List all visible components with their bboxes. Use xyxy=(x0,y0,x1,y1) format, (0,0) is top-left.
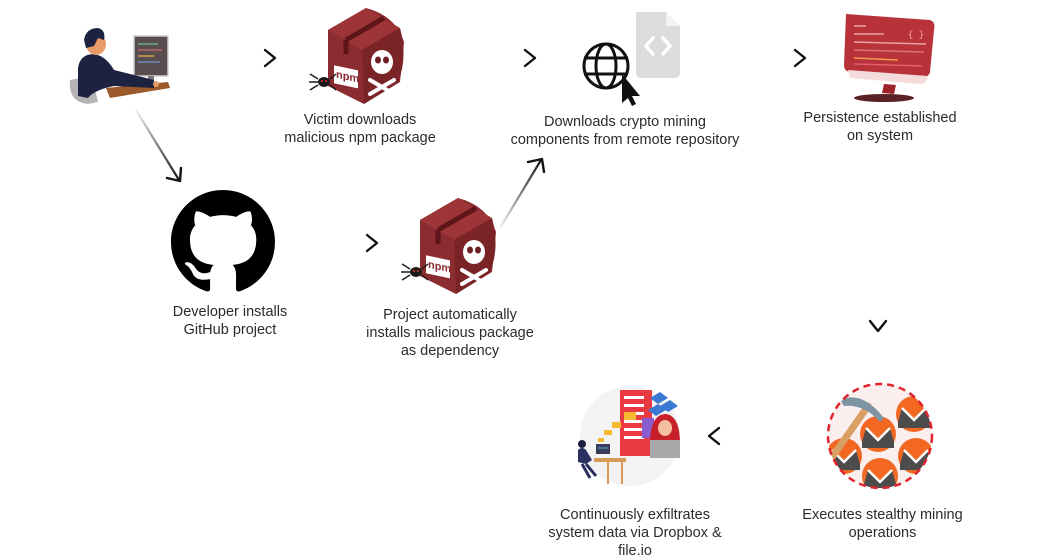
pickaxe-icon xyxy=(828,397,884,464)
node-victim xyxy=(58,18,178,108)
folder-icons xyxy=(598,412,636,442)
label-mining: Executes stealthy mining operations xyxy=(802,507,963,541)
person-at-desk-icon xyxy=(578,440,626,484)
node-mining xyxy=(822,378,938,494)
infected-monitor-icon: { } xyxy=(844,14,935,102)
arrow-remote-to-persistence xyxy=(722,48,807,68)
globe-cursor-code-file-icon xyxy=(582,12,680,106)
monero-coin xyxy=(862,458,898,488)
malicious-npm-package-icon: npm xyxy=(309,8,404,104)
spider-icon xyxy=(309,73,337,91)
data-exfiltration-icon xyxy=(578,386,680,486)
malicious-npm-package-icon: npm xyxy=(401,198,496,294)
svg-text:{ }: { } xyxy=(908,30,924,40)
spider-icon xyxy=(401,263,429,281)
node-remote-download xyxy=(570,8,690,108)
arrow-dependency-to-remote xyxy=(499,157,546,229)
label-remote-download: Downloads crypto mining components from … xyxy=(510,114,740,148)
node-persistence: { } xyxy=(838,10,938,105)
node-exfiltration xyxy=(568,384,684,488)
svg-text:npm: npm xyxy=(336,69,359,86)
monero-mining-icon xyxy=(826,382,934,490)
node-github-install xyxy=(168,190,278,294)
cursor-icon xyxy=(622,74,640,106)
monero-coin xyxy=(860,416,896,452)
label-npm-download: Victim downloads malicious npm package xyxy=(284,112,436,146)
developer-at-computer-icon xyxy=(69,28,170,104)
github-icon xyxy=(171,190,275,292)
arrow-mining-to-exfiltration xyxy=(707,426,792,446)
arrow-victim-to-npm xyxy=(196,48,277,68)
globe-icon xyxy=(582,42,630,90)
node-dependency-install: npm xyxy=(392,192,502,298)
monero-coin xyxy=(898,438,932,474)
label-exfiltration: Continuously exfiltrates system data via… xyxy=(548,507,722,559)
hacker-icon xyxy=(650,414,680,458)
arrow-victim-to-github xyxy=(135,109,183,183)
arrow-github-to-dependency xyxy=(296,233,379,253)
node-npm-download: npm xyxy=(300,2,410,108)
arrow-persistence-to-mining xyxy=(868,205,888,333)
svg-text:npm: npm xyxy=(428,259,451,276)
label-persistence: Persistence established on system xyxy=(803,110,957,144)
dropbox-icon xyxy=(648,392,678,416)
arrow-npm-to-remote xyxy=(452,48,537,68)
label-github-install: Developer installs GitHub project xyxy=(172,304,288,338)
label-dependency-install: Project automatically installs malicious… xyxy=(366,307,534,359)
code-file-icon xyxy=(636,12,680,78)
